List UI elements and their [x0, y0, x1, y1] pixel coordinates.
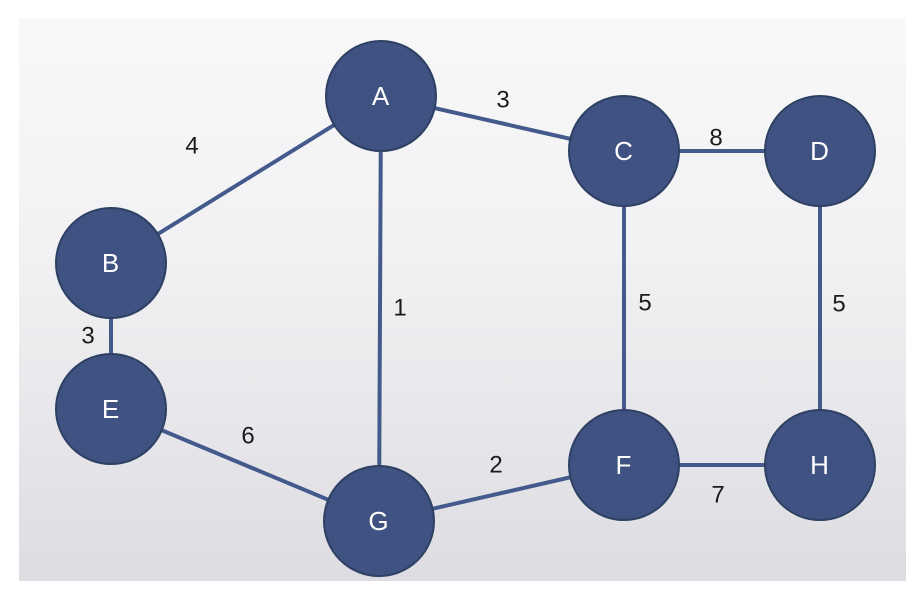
edge-weight-A-G: 1 — [393, 295, 406, 322]
edges-group — [109, 94, 822, 523]
node-circle-B — [55, 207, 167, 319]
node-circle-F — [568, 409, 680, 521]
edge-A-G — [377, 95, 383, 522]
node-circle-D — [764, 95, 876, 207]
node-F: F — [568, 409, 680, 521]
edge-weight-G-F: 2 — [489, 452, 502, 479]
node-G: G — [323, 465, 435, 577]
edge-weight-B-E: 3 — [81, 323, 94, 350]
node-circle-C — [568, 95, 680, 207]
slide-canvas — [19, 18, 906, 581]
edge-weight-D-H: 5 — [832, 291, 845, 318]
node-circle-E — [55, 353, 167, 465]
edge-weight-E-G: 6 — [241, 423, 254, 450]
edge-weight-C-D: 8 — [709, 125, 722, 152]
node-circle-G — [323, 465, 435, 577]
node-label-A: A — [372, 81, 390, 111]
node-label-C: C — [614, 136, 634, 166]
node-circle-A — [325, 40, 437, 152]
node-label-F: F — [616, 450, 633, 480]
node-C: C — [568, 95, 680, 207]
node-label-B: B — [102, 248, 120, 278]
node-label-D: D — [810, 136, 830, 166]
node-label-E: E — [102, 394, 120, 424]
node-E: E — [55, 353, 167, 465]
node-B: B — [55, 207, 167, 319]
nodes-group: A B C D E F G H — [55, 40, 876, 577]
edge-weight-F-H: 7 — [711, 482, 724, 509]
edge-weight-A-C: 3 — [496, 87, 509, 114]
node-label-G: G — [368, 506, 389, 536]
edge-weights-group: 4 3 1 3 8 5 5 6 2 7 — [81, 87, 845, 509]
node-A: A — [325, 40, 437, 152]
node-H: H — [764, 409, 876, 521]
node-circle-H — [764, 409, 876, 521]
node-D: D — [764, 95, 876, 207]
edge-weight-A-B: 4 — [185, 133, 198, 160]
edge-weight-C-F: 5 — [638, 290, 651, 317]
node-label-H: H — [810, 450, 830, 480]
